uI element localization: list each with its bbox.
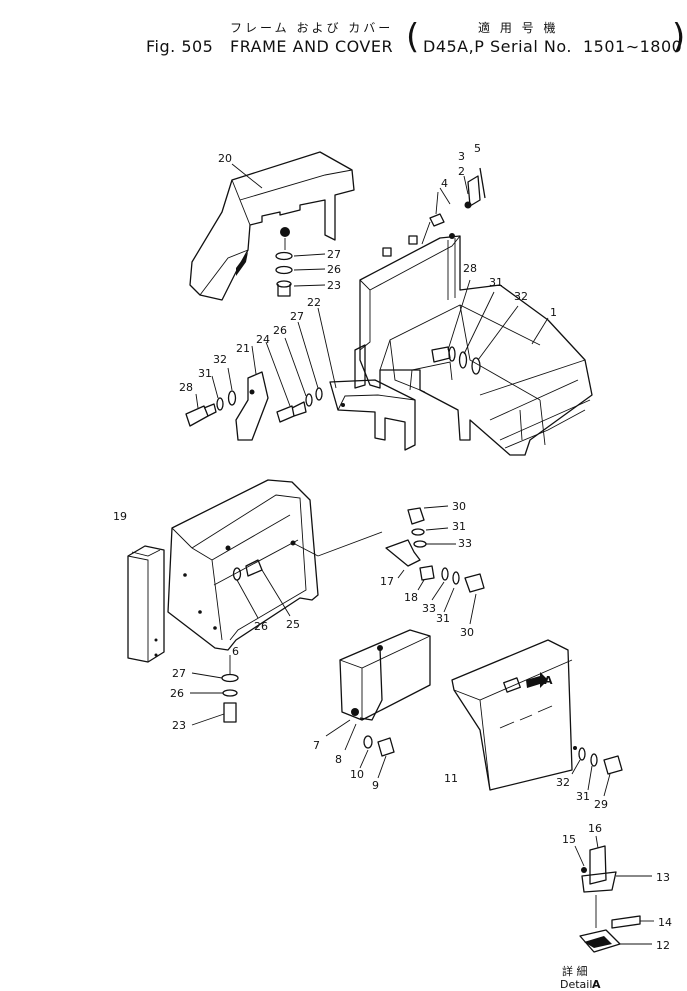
figure-title: FRAME AND COVER [230,37,394,56]
callout-15: 15 [562,833,576,846]
callout-24: 24 [256,333,270,346]
callout-8: 8 [335,753,342,766]
callout-32-left: 32 [213,353,227,366]
detail-a-latch [574,835,654,953]
callout-labels: 20 4 2 3 5 27 26 23 28 31 32 1 22 27 26 … [113,142,672,991]
callout-16: 16 [588,822,602,835]
callout-26-panel: 26 [254,620,268,633]
callout-25: 25 [286,618,300,631]
part-11-side-cover [451,639,577,791]
callout-2: 2 [458,165,465,178]
part-6-panel-frame [167,479,383,651]
left-parenthesis: ( [406,17,420,57]
title-japanese: フレーム および カバー [230,21,394,35]
callout-18: 18 [404,591,418,604]
callout-27-bottom: 27 [172,667,186,680]
detail-label-japanese: 詳 細 [562,964,588,978]
callout-26-bottom: 26 [170,687,184,700]
callout-32-cover: 32 [556,776,570,789]
view-arrow-label: A [544,674,553,687]
callout-31-cover: 31 [576,790,590,803]
bolt-stack-24-26-27-left [265,321,323,423]
bolt-stack-25-26-panel [232,559,291,619]
callout-17: 17 [380,575,394,588]
callout-11: 11 [444,772,458,785]
callout-5: 5 [474,142,481,155]
part-22-bracket [317,307,416,451]
callout-29: 29 [594,798,608,811]
callout-7: 7 [313,739,320,752]
callout-28-frame: 28 [463,262,477,275]
callout-30-top: 30 [452,500,466,513]
callout-9: 9 [372,779,379,792]
part-20-upper-cover [189,151,355,301]
callout-30-bottom: 30 [460,626,474,639]
callout-3: 3 [458,150,465,163]
callout-26-top: 26 [327,263,341,276]
callout-20: 20 [218,152,232,165]
part-21-plate [235,345,269,441]
detail-label: Detail [560,978,592,991]
callout-27-top: 27 [327,248,341,261]
bolt-stack-27-26-23-top [275,227,326,297]
figure-number: Fig. 505 [146,37,214,56]
callout-6: 6 [232,645,239,658]
callout-32-frame: 32 [514,290,528,303]
leader-lines [231,163,431,245]
right-parenthesis: ) [672,17,686,57]
callout-13: 13 [656,871,670,884]
callout-12: 12 [656,939,670,952]
callout-14: 14 [658,916,672,929]
serial-label: Serial No. [490,37,572,56]
bolt-stack-28-31-32-left [185,367,237,427]
callout-22: 22 [307,296,321,309]
callout-33-bottom: 33 [422,602,436,615]
callout-31-bottom: 31 [436,612,450,625]
callout-23-top: 23 [327,279,341,292]
bolt-stack-29-31-32-cover [571,747,623,797]
callout-21: 21 [236,342,250,355]
callout-10: 10 [350,768,364,781]
serial-range: 1501∼1800 [583,37,683,56]
part-19-duct [127,545,165,663]
model-code: D45A,P [423,37,485,56]
bolt-stack-27-26-23-bottom [190,655,239,726]
part-7-battery-box [325,629,431,779]
callout-27-left: 27 [290,310,304,323]
callout-26-left: 26 [273,324,287,337]
part-1-main-frame [354,233,593,456]
callout-33-top: 33 [458,537,472,550]
callout-4: 4 [441,177,448,190]
callout-31-top: 31 [452,520,466,533]
parts-2-3-4-5-latch [429,167,486,227]
callout-23-bottom: 23 [172,719,186,732]
applicable-models-japanese: 適 用 号 機 [478,21,559,35]
callout-1: 1 [550,306,557,319]
part-17-bracket-group [385,505,485,625]
callout-28-left: 28 [179,381,193,394]
callout-31-left: 31 [198,367,212,380]
detail-letter: A [592,978,601,991]
bolt-stack-28-31-32-frame [431,279,549,375]
callout-19: 19 [113,510,127,523]
callout-31-frame: 31 [489,276,503,289]
